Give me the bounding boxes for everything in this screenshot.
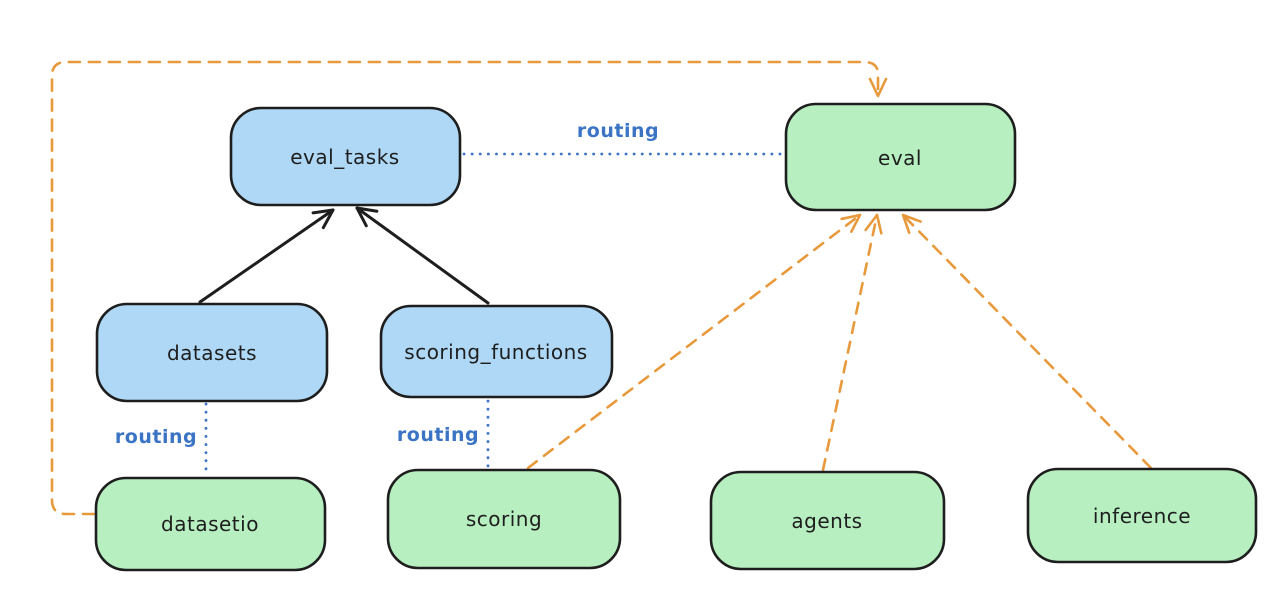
node-layer: eval_tasks eval datasets scoring_functio… bbox=[94, 102, 1258, 572]
edge-inference-to-eval bbox=[901, 213, 1153, 470]
node-eval: eval bbox=[784, 102, 1017, 212]
routing-label-datasets-datasetio: routing bbox=[115, 426, 197, 448]
node-eval-label: eval bbox=[878, 146, 922, 170]
edge-scoring-functions-to-eval-tasks bbox=[355, 206, 490, 305]
node-datasetio: datasetio bbox=[94, 476, 327, 572]
edge-scoring-to-eval bbox=[526, 213, 862, 470]
node-datasetio-label: datasetio bbox=[161, 512, 259, 536]
node-scoring-functions-box bbox=[379, 304, 614, 399]
routing-label-eval-tasks-eval: routing bbox=[577, 120, 659, 142]
node-datasets: datasets bbox=[95, 302, 329, 403]
node-datasetio-box bbox=[94, 476, 327, 572]
edge-label-layer: routing routing routing bbox=[115, 120, 659, 448]
node-agents-box bbox=[709, 470, 946, 571]
node-inference-box bbox=[1026, 467, 1258, 564]
node-agents: agents bbox=[709, 470, 946, 571]
routing-label-scoring-functions-scoring: routing bbox=[397, 424, 479, 446]
node-scoring-box bbox=[386, 468, 622, 570]
node-eval-tasks-box bbox=[229, 106, 462, 207]
node-scoring-label: scoring bbox=[466, 507, 542, 531]
edge-agents-to-eval bbox=[821, 213, 883, 472]
edge-layer bbox=[50, 60, 1153, 516]
node-eval-tasks-label: eval_tasks bbox=[290, 145, 399, 169]
node-scoring: scoring bbox=[386, 468, 622, 570]
node-scoring-functions: scoring_functions bbox=[379, 304, 614, 399]
node-eval-tasks: eval_tasks bbox=[229, 106, 462, 207]
node-eval-box bbox=[784, 102, 1017, 212]
node-inference-label: inference bbox=[1093, 504, 1191, 528]
node-inference: inference bbox=[1026, 467, 1258, 564]
node-datasets-label: datasets bbox=[167, 341, 257, 365]
edge-datasetio-to-eval bbox=[50, 60, 888, 516]
node-scoring-functions-label: scoring_functions bbox=[404, 340, 587, 364]
node-agents-label: agents bbox=[791, 509, 862, 533]
node-datasets-box bbox=[95, 302, 329, 403]
edge-datasets-to-eval-tasks bbox=[198, 208, 335, 304]
